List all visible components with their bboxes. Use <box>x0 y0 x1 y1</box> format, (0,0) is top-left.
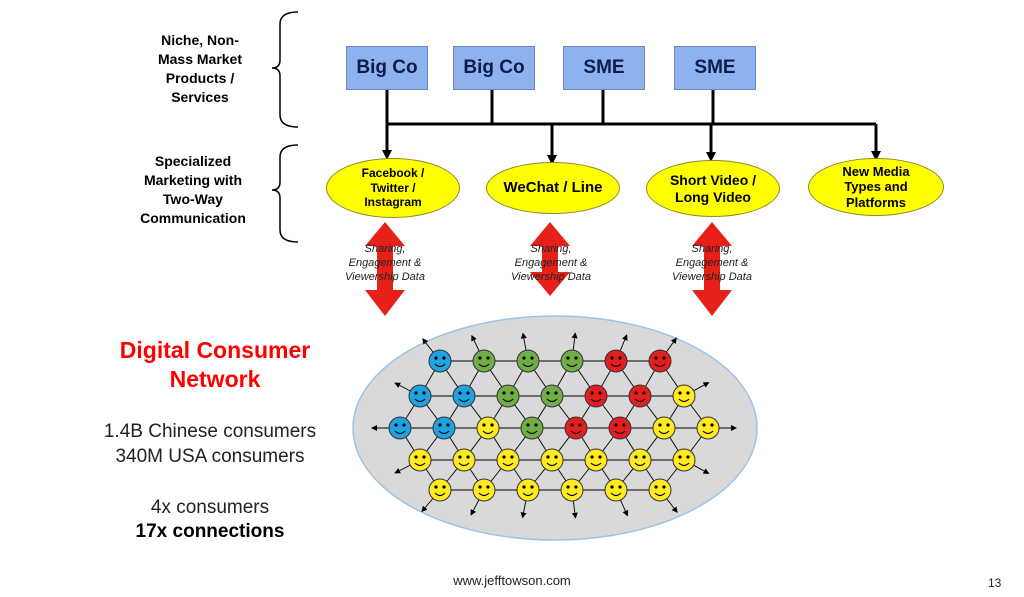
consumer-smiley-icon <box>476 416 500 440</box>
consumer-smiley-icon <box>652 416 676 440</box>
sharing-arrow-3 <box>692 222 732 316</box>
consumer-smiley-icon <box>516 478 540 502</box>
consumer-smiley-icon <box>516 349 540 373</box>
consumer-smiley-icon <box>408 448 432 472</box>
company-box-big-co-1: Big Co <box>346 46 428 90</box>
channel-oval-wechat: WeChat / Line <box>486 162 620 214</box>
consumer-smiley-icon <box>452 448 476 472</box>
marketing-label: Specialized Marketing with Two-Way Commu… <box>140 153 246 226</box>
consumer-smiley-icon <box>560 349 584 373</box>
sharing-label-1: Sharing, Engagement & Viewership Data <box>345 243 425 283</box>
consumer-smiley-icon <box>648 478 672 502</box>
consumer-smiley-icon <box>584 448 608 472</box>
stat-connection-multiple: 17x connections <box>135 521 285 542</box>
company-box-sme-1: SME <box>563 46 645 90</box>
channel-oval-new-media: New Media Types and Platforms <box>808 158 944 216</box>
marketing-bracket <box>271 144 299 243</box>
products-bracket <box>271 11 299 128</box>
consumer-smiley-icon <box>560 478 584 502</box>
consumer-smiley-icon <box>472 349 496 373</box>
consumer-smiley-icon <box>628 384 652 408</box>
page-number: 13 <box>988 576 1002 590</box>
stat-consumer-multiple: 4x consumers <box>150 497 270 518</box>
consumer-smiley-icon <box>432 416 456 440</box>
consumer-smiley-icon <box>564 416 588 440</box>
consumer-smiley-icon <box>496 448 520 472</box>
consumer-smiley-icon <box>604 478 628 502</box>
consumer-smiley-icon <box>584 384 608 408</box>
products-label: Niche, Non- Mass Market Products / Servi… <box>157 32 243 105</box>
consumer-smiley-icon <box>648 349 672 373</box>
consumer-smiley-icon <box>540 384 564 408</box>
channel-oval-social: Facebook / Twitter / Instagram <box>326 158 460 218</box>
stat-chinese-consumers: 1.4B Chinese consumers <box>103 421 317 442</box>
consumer-smiley-icon <box>388 416 412 440</box>
consumer-smiley-icon <box>428 349 452 373</box>
sharing-arrow-2 <box>530 222 570 296</box>
company-box-big-co-2: Big Co <box>453 46 535 90</box>
consumer-smiley-icon <box>408 384 432 408</box>
sharing-label-2: Sharing, Engagement & Viewership Data <box>511 243 591 283</box>
consumer-smiley-icon <box>452 384 476 408</box>
consumer-smiley-icon <box>428 478 452 502</box>
network-nodes <box>388 349 720 502</box>
consumer-smiley-icon <box>496 384 520 408</box>
sharing-label-3: Sharing, Engagement & Viewership Data <box>672 243 752 283</box>
channel-oval-video: Short Video / Long Video <box>646 160 780 217</box>
consumer-smiley-icon <box>472 478 496 502</box>
consumer-smiley-icon <box>608 416 632 440</box>
footer-url: www.jefftowson.com <box>453 573 571 588</box>
sharing-arrow-1 <box>365 222 405 316</box>
consumer-smiley-icon <box>520 416 544 440</box>
company-box-sme-2: SME <box>674 46 756 90</box>
consumer-smiley-icon <box>628 448 652 472</box>
network-title: Digital Consumer Network <box>119 337 311 392</box>
consumer-smiley-icon <box>540 448 564 472</box>
consumer-smiley-icon <box>604 349 628 373</box>
consumer-smiley-icon <box>672 448 696 472</box>
stat-usa-consumers: 340M USA consumers <box>115 446 305 467</box>
consumer-smiley-icon <box>672 384 696 408</box>
consumer-smiley-icon <box>696 416 720 440</box>
